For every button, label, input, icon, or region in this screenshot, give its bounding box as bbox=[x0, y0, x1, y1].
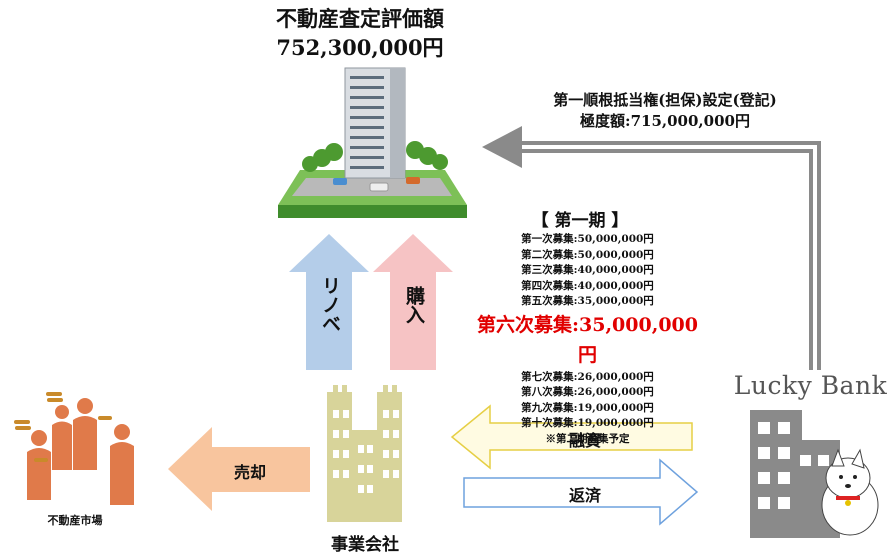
company-building-icon bbox=[327, 385, 402, 522]
market-label: 不動産市場 bbox=[47, 514, 103, 527]
round-item: 第八次募集:26,000,000円 bbox=[521, 386, 654, 398]
sale-arrow bbox=[168, 427, 310, 511]
renovation-label: リノベ bbox=[319, 276, 341, 333]
round-item: 第一次募集:50,000,000円 bbox=[521, 233, 654, 245]
financing-label: 融資 bbox=[568, 431, 601, 450]
property-building-illustration bbox=[278, 67, 467, 218]
highlighted-round: 第六次募集:35,000,000円 bbox=[476, 313, 698, 366]
lien-arrow-icon bbox=[482, 126, 821, 370]
round-item: 第七次募集:26,000,000円 bbox=[521, 370, 654, 383]
round-item: 第三次募集:40,000,000円 bbox=[521, 264, 654, 276]
fundraising-rounds: 第一次募集:50,000,000円 第二次募集:50,000,000円 第三次募… bbox=[470, 232, 705, 447]
valuation-amount: 752,300,000円 bbox=[276, 35, 444, 60]
dog-mascot-icon bbox=[821, 448, 879, 536]
valuation-title: 不動産査定評価額 752,300,000円 bbox=[230, 4, 490, 62]
round-item: 第十次募集:19,000,000円 bbox=[521, 417, 654, 429]
lien-label: 第一順根抵当権(担保)設定(登記) 極度額:715,000,000円 bbox=[520, 90, 810, 132]
company-label: 事業会社 bbox=[331, 535, 399, 555]
next-phase-note: ※第二期募集予定 bbox=[545, 432, 630, 445]
round-item: 第四次募集:40,000,000円 bbox=[521, 279, 654, 292]
financing-arrow bbox=[450, 404, 693, 470]
round-item: 第九次募集:19,000,000円 bbox=[521, 401, 654, 414]
lien-line2: 極度額:715,000,000円 bbox=[580, 112, 750, 130]
renovation-arrow bbox=[289, 234, 369, 370]
valuation-label: 不動産査定評価額 bbox=[276, 6, 444, 31]
round-item: 第二次募集:50,000,000円 bbox=[521, 248, 654, 261]
investor-people-icon bbox=[14, 392, 134, 505]
bank-logo: Lucky Bank bbox=[733, 371, 888, 400]
purchase-label: 購入 bbox=[403, 286, 425, 324]
repayment-arrow bbox=[463, 458, 699, 526]
lien-line1: 第一順根抵当権(担保)設定(登記) bbox=[553, 91, 777, 109]
purchase-arrow bbox=[373, 234, 453, 370]
round-item: 第五次募集:35,000,000円 bbox=[521, 295, 654, 307]
phase-title: 【 第一期 】 bbox=[531, 211, 629, 231]
repayment-label: 返済 bbox=[568, 486, 601, 505]
sale-label: 売却 bbox=[233, 463, 266, 482]
